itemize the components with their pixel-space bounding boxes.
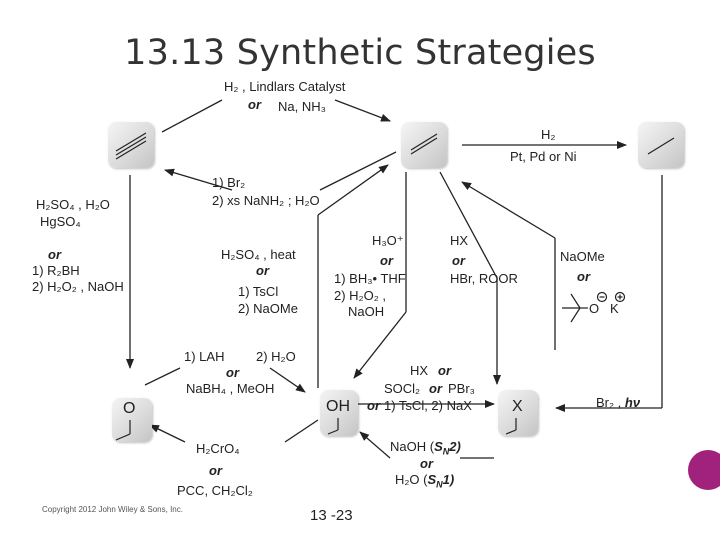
reagent-or-right: or (452, 253, 465, 268)
arrow-alkene-to-alkyne-b (164, 168, 233, 191)
reagent-naoh-sn2: NaOH (SN2) (390, 440, 461, 459)
reagent-h2-lindlar: H₂ , Lindlars Catalyst (224, 79, 346, 94)
alkene-icon (410, 133, 438, 155)
alkyne-icon (115, 132, 147, 160)
reagent-or-pcc: or (209, 463, 222, 478)
reagent-h2cro4: H₂CrO₄ (196, 441, 240, 456)
alcohol-node: OH (320, 390, 358, 436)
reagent-o-minus: O (589, 301, 600, 316)
reagent-naoh-sn2-prefix: NaOH ( (390, 439, 435, 454)
arrow-carbonyl-to-alcohol-b (269, 367, 306, 393)
reagent-h3o: H₃O⁺ (372, 233, 404, 248)
reagent-h2o-sn1-prefix: H₂O ( (395, 472, 428, 487)
reagent-hx-or: HX (410, 363, 429, 378)
arrow-alkene-to-halide (439, 171, 498, 279)
reagent-sn2-num: 2) (449, 439, 461, 454)
arrow-alcohol-to-alkene-b (317, 164, 389, 216)
reagent-or-tscl: or (367, 398, 380, 413)
reagent-or-socl2: or (429, 381, 442, 396)
reagent-br2-step1: 1) Br₂ (212, 175, 246, 190)
carbonyl-label: O (123, 400, 136, 417)
reagent-hx-right: HX (450, 233, 469, 248)
reagent-sn2-s: S (434, 439, 443, 454)
reagent-h2so4-h2o: H₂SO₄ , H₂O (36, 197, 110, 212)
arrow-alcohol-to-carbonyl-b (149, 424, 186, 443)
reagent-or-right2: or (577, 269, 590, 284)
reagent-or-left: or (48, 247, 61, 262)
reagent-or-lah: or (226, 365, 239, 380)
reagent-br2-hv: Br₂ , hν (596, 396, 640, 410)
reagent-or-hx: or (438, 363, 451, 378)
reagent-tscl-nax: 1) TsCl, 2) NaX (384, 398, 472, 413)
reagent-lah: 1) LAH (184, 349, 225, 364)
reagent-or-sn: or (420, 456, 433, 471)
alkane-node (638, 122, 684, 168)
reagent-hv: hν (624, 395, 641, 410)
halide-node: X (498, 390, 538, 436)
reagent-h2o-lah: 2) H₂O (256, 349, 296, 364)
arrow-alkene-to-alkyne (319, 151, 397, 191)
reagent-hbr-roor: HBr, ROOR (450, 271, 518, 286)
reagent-sn1-num: 1) (442, 472, 455, 487)
slide-accent-marker (688, 450, 720, 490)
arrow-alkyne-to-alkene-b (334, 99, 391, 122)
reagent-naome-mid: 2) NaOMe (238, 301, 298, 316)
arrow-halide-to-alkene-b (461, 181, 556, 239)
reagent-or-top: or (248, 97, 261, 112)
reagent-k-plus: K (610, 301, 619, 316)
reagent-sn2-n: N (442, 446, 450, 457)
reagent-h2: H₂ (541, 127, 556, 142)
arrow-alcohol-to-carbonyl (284, 419, 319, 443)
reagent-hgso4: HgSO₄ (40, 214, 81, 229)
arrow-carbonyl-to-alcohol (144, 367, 181, 386)
reagent-nabh4: NaBH₄ , MeOH (186, 381, 275, 396)
arrow-halide-to-alcohol-b (359, 431, 391, 459)
reagent-h2o2: 2) H₂O₂ , (334, 288, 386, 303)
reagent-pcc: PCC, CH₂Cl₂ (177, 483, 253, 498)
reagent-r2bh: 1) R₂BH (32, 263, 80, 278)
reagent-naome-right: NaOMe (560, 249, 605, 264)
carbonyl-node: O (112, 398, 152, 442)
reagent-h2o2-naoh: 2) H₂O₂ , NaOH (32, 279, 124, 294)
reagent-or-mid1: or (256, 263, 269, 278)
reagent-h2so4-heat: H₂SO₄ , heat (221, 247, 296, 262)
reagent-pbr3: PBr₃ (448, 381, 475, 396)
reagent-sn1-n: N (436, 479, 443, 490)
reagent-br2: Br₂ , (596, 395, 622, 410)
alkene-node (401, 122, 447, 168)
reagent-na-nh3: Na, NH₃ (278, 99, 326, 114)
arrow-alkene-to-alcohol-b (353, 311, 407, 379)
alkyne-node (108, 122, 154, 168)
alkane-icon (647, 137, 675, 155)
carbonyl-bond-icon (115, 420, 131, 441)
copyright-text: Copyright 2012 John Wiley & Sons, Inc. (42, 505, 183, 514)
reagent-sn1-s: S (427, 472, 437, 487)
reagent-pt-pd-ni: Pt, Pd or Ni (510, 149, 577, 164)
arrow-alkyne-to-alkene (161, 99, 223, 133)
slide-title: 13.13 Synthetic Strategies (124, 33, 596, 73)
reagent-tscl: 1) TsCl (238, 284, 279, 299)
reagent-naoh-mid: NaOH (348, 304, 385, 319)
reagent-h2o-sn1: H₂O (SN1) (395, 473, 454, 492)
page-number: 13 -23 (310, 507, 353, 524)
reagent-or-mid2: or (380, 253, 393, 268)
reagent-nanh2-step2: 2) xs NaNH₂ ; H₂O (212, 193, 320, 208)
halide-label: X (512, 398, 523, 415)
tert-butoxide-icon (562, 291, 626, 323)
reagent-bh3-thf: 1) BH₃• THF (334, 271, 406, 286)
alcohol-label: OH (326, 398, 350, 415)
halide-bond-icon (505, 418, 517, 435)
reagent-socl2: SOCl₂ (384, 381, 421, 396)
alcohol-bond-icon (327, 418, 339, 435)
